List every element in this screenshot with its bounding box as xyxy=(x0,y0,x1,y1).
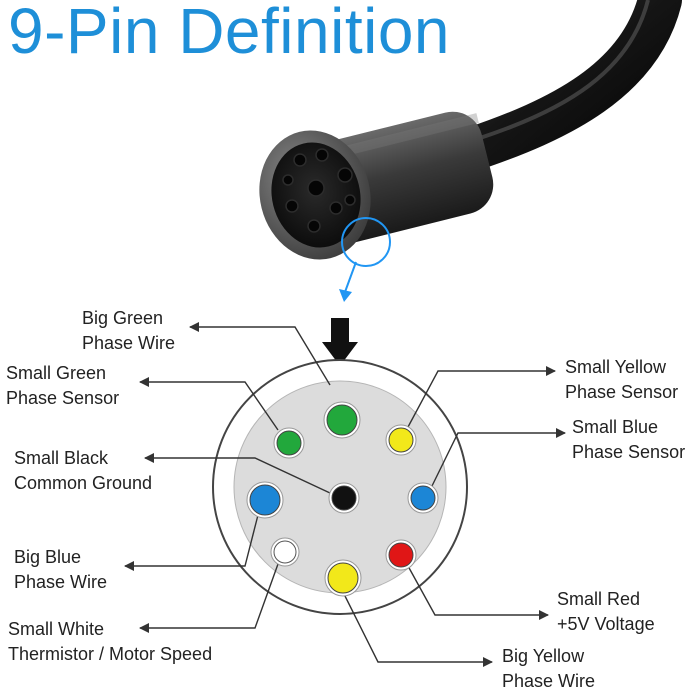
pin-label-line2: Common Ground xyxy=(14,473,153,493)
pin-big-yellow xyxy=(327,562,359,594)
pin-label-line1: Small Yellow xyxy=(565,357,667,377)
pin-label-line1: Small Blue xyxy=(572,417,659,437)
pin-big-green xyxy=(326,404,358,436)
pin-label-line2: Phase Sensor xyxy=(6,388,120,408)
pin-label-line1: Small Green xyxy=(6,363,107,383)
pin-label-line1: Big Blue xyxy=(14,547,82,567)
arrow-head-icon xyxy=(539,610,549,620)
pin-small-blue xyxy=(410,485,436,511)
pin-small-white xyxy=(273,540,297,564)
pin-label-line2: Phase Sensor xyxy=(572,442,686,462)
pin-small-black xyxy=(331,485,357,511)
callout-arrow-head xyxy=(339,289,352,302)
down-arrow-icon xyxy=(322,318,358,366)
arrow-head-icon xyxy=(189,322,199,332)
leader-line-big-blue xyxy=(125,514,259,567)
leader-line-small-red xyxy=(407,565,548,616)
leader-line-small-blue xyxy=(430,432,565,489)
leader-line-small-white xyxy=(140,563,279,629)
connector-face xyxy=(259,130,371,260)
arrow-head-icon xyxy=(556,428,566,438)
pin-label-line2: Phase Wire xyxy=(502,671,596,691)
callout-arrow-line xyxy=(344,261,357,293)
pin-label-line1: Small Red xyxy=(557,589,641,609)
leader-line-big-green xyxy=(190,326,331,386)
pin-label-line2: Thermistor / Motor Speed xyxy=(8,644,213,664)
leader-line-small-black xyxy=(145,457,331,494)
pin-label-small-red: Small Red +5V Voltage xyxy=(557,587,655,637)
leader-line-small-yellow xyxy=(407,370,555,428)
arrow-head-icon xyxy=(144,453,154,463)
page-title: 9-Pin Definition xyxy=(8,0,450,67)
arrow-head-icon xyxy=(124,561,134,571)
arrow-head-icon xyxy=(139,623,149,633)
pin-label-line1: Big Green xyxy=(82,308,164,328)
arrow-head-icon xyxy=(483,657,493,667)
pin-big-blue xyxy=(249,484,281,516)
cable xyxy=(448,0,682,172)
pin-small-yellow xyxy=(388,427,414,453)
pin-label-line2: Phase Wire xyxy=(14,572,108,592)
arrow-head-icon xyxy=(139,377,149,387)
pin-small-green xyxy=(276,430,302,456)
pin-label-line1: Small White xyxy=(8,619,105,639)
pin-label-line2: Phase Wire xyxy=(82,333,176,353)
pin-label-line2: Phase Sensor xyxy=(565,382,679,402)
arrow-head-icon xyxy=(546,366,556,376)
pin-label-line2: +5V Voltage xyxy=(557,614,655,634)
leader-line-small-green xyxy=(140,381,279,431)
callout-circle xyxy=(341,217,391,267)
leader-line-big-yellow xyxy=(342,591,492,663)
pin-label-line1: Small Black xyxy=(14,448,109,468)
pin-label-line1: Big Yellow xyxy=(502,646,585,666)
pin-small-red xyxy=(388,542,414,568)
cable-highlight xyxy=(479,0,650,140)
